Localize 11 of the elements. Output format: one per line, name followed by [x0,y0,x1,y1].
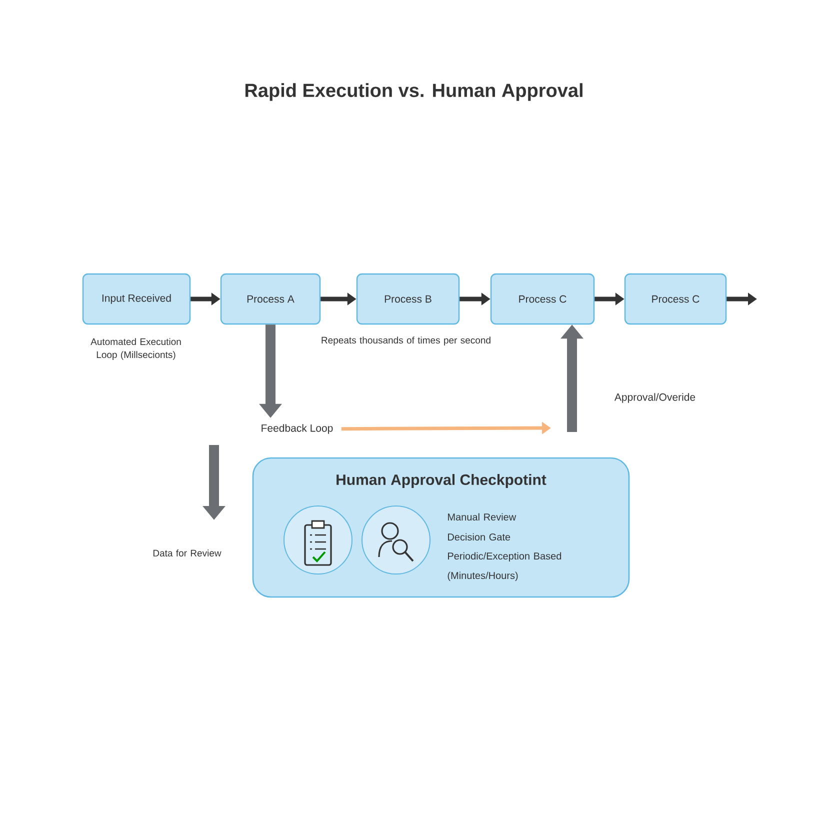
title: Rapid Execution vs. Human Approval [245,83,582,101]
process-box: Process C [624,273,727,325]
note-text: Automated Execution Loop (Millsecionts) [90,338,181,360]
process-box: Input Received [82,273,191,325]
note-text: Data for Review [153,550,222,556]
edge-label: Approval/Overide [614,393,696,403]
loop-label: Feedback Loop [262,424,333,434]
process-box: Process A [220,273,321,325]
process-box: Process C [490,273,595,325]
process-box: Process B [356,273,460,325]
note-text: Repeats thousands of times per second [322,336,490,346]
